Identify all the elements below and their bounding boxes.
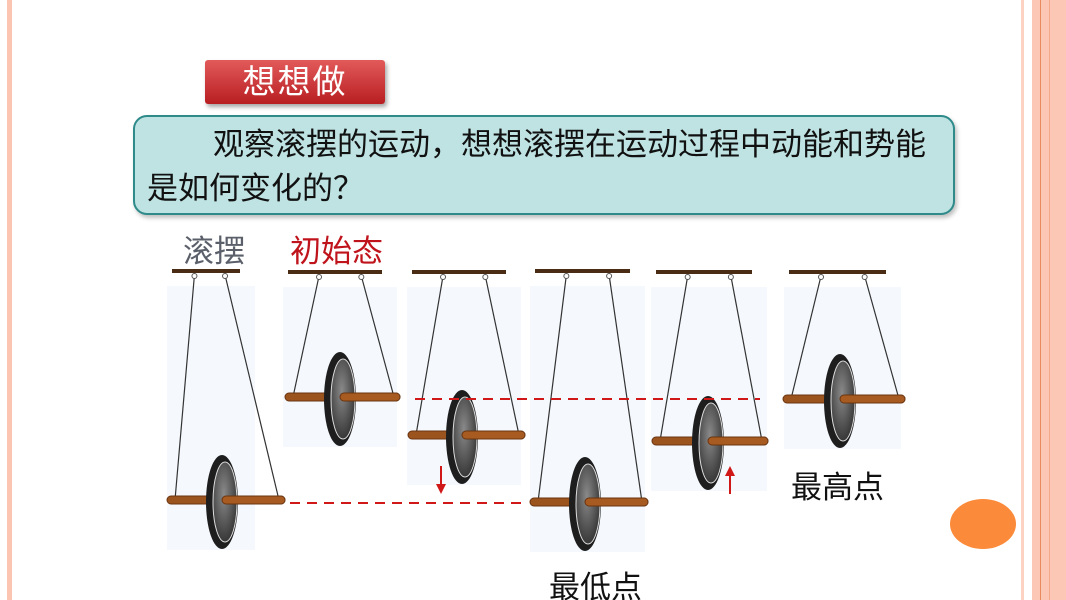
- right-border-stripe: [1021, 0, 1024, 600]
- right-border-line: [1049, 0, 1050, 600]
- rolling-pendulum: [407, 270, 526, 485]
- question-box: 观察滚摆的运动，想想滚摆在运动过程中动能和势能是如何变化的？: [133, 115, 955, 215]
- rolling-pendulum: [529, 269, 649, 552]
- lowest-point-label: 最低点: [549, 570, 642, 600]
- down-arrow-icon: [436, 466, 446, 494]
- highest-point-label: 最高点: [791, 470, 884, 506]
- decorative-orange-dot: [950, 499, 1016, 549]
- initial-state-label: 初始态: [290, 234, 383, 270]
- section-tag: 想想做: [205, 60, 385, 104]
- left-border-stripe: [7, 0, 12, 600]
- rolling-pendulum: [782, 270, 906, 449]
- question-text: 观察滚摆的运动，想想滚摆在运动过程中动能和势能是如何变化的？: [147, 127, 926, 207]
- up-arrow-icon: [725, 466, 735, 494]
- rolling-pendulum: [651, 270, 769, 491]
- pendulum-label: 滚摆: [183, 234, 245, 270]
- rolling-pendulum: [166, 269, 286, 550]
- right-border-line: [1040, 0, 1041, 600]
- rolling-pendulum: [283, 270, 401, 447]
